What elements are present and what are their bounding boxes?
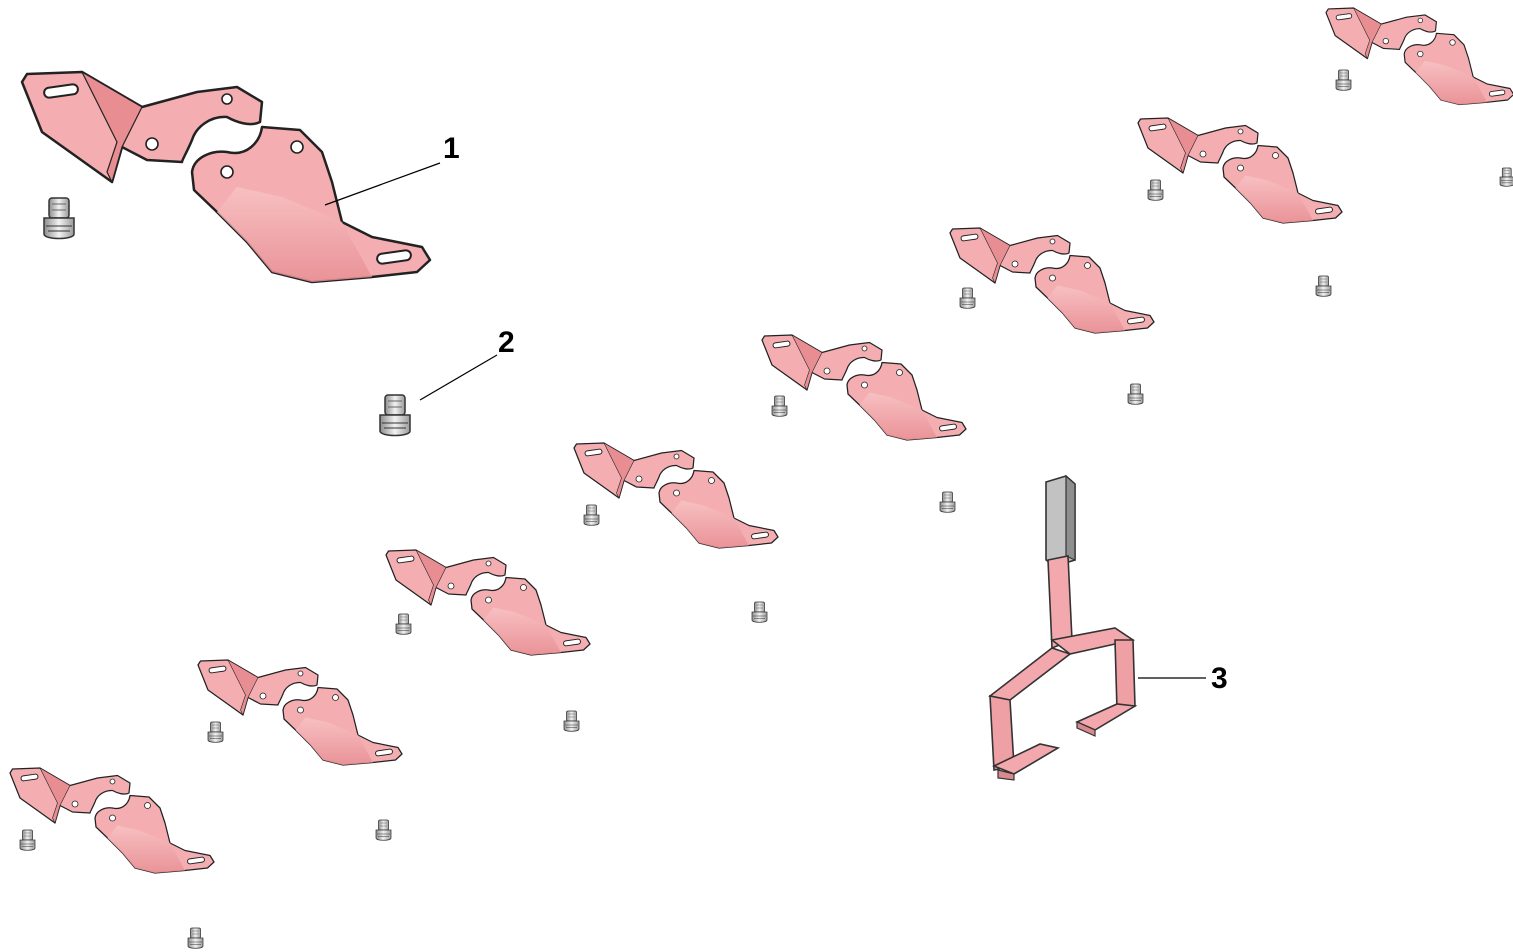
bolt-small [1147,179,1164,201]
bolt-small [1335,69,1352,91]
bracket-plate-small [385,549,591,656]
bracket-plate-small [573,442,779,549]
bracket-plate-small [761,334,967,441]
bolt-small [1499,167,1513,187]
leader-line-1 [324,162,441,206]
bracket-plate-small [949,227,1155,334]
bolt-small [19,829,36,851]
bolt-large-left [43,197,75,240]
bolt-small [1315,275,1332,297]
callout-1: 1 [443,132,460,165]
bolt-large-center [379,394,411,437]
bracket-plate-small [1325,7,1513,106]
bracket-plate-small [197,659,403,766]
bracket-plate-small [9,767,215,874]
bolt-small [563,710,580,732]
bolt-small [959,287,976,309]
bolt-small [771,395,788,417]
bolt-small [395,613,412,635]
bolt-small [1127,383,1144,405]
bolt-small [207,721,224,743]
bolt-small [939,491,956,513]
bolt-small [583,504,600,526]
bracket-plate-small [1137,117,1343,224]
bolt-small [751,601,768,623]
bolt-small [375,819,392,841]
callout-3: 3 [1211,662,1228,695]
leader-line-2 [419,354,498,401]
alignment-tool [988,474,1138,781]
bracket-plate-large [20,70,432,284]
callout-2: 2 [498,326,515,359]
bolt-small [187,927,204,949]
